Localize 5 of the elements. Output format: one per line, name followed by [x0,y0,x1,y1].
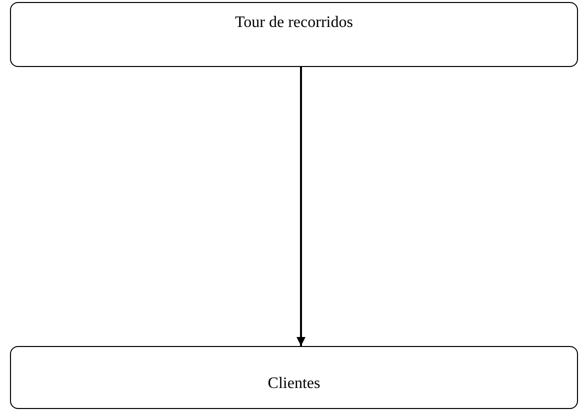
box-label: Clientes [268,374,320,392]
box-label: Tour de recorridos [235,14,353,32]
process-box [10,2,578,67]
process-box [10,346,578,409]
arrow [296,67,306,346]
